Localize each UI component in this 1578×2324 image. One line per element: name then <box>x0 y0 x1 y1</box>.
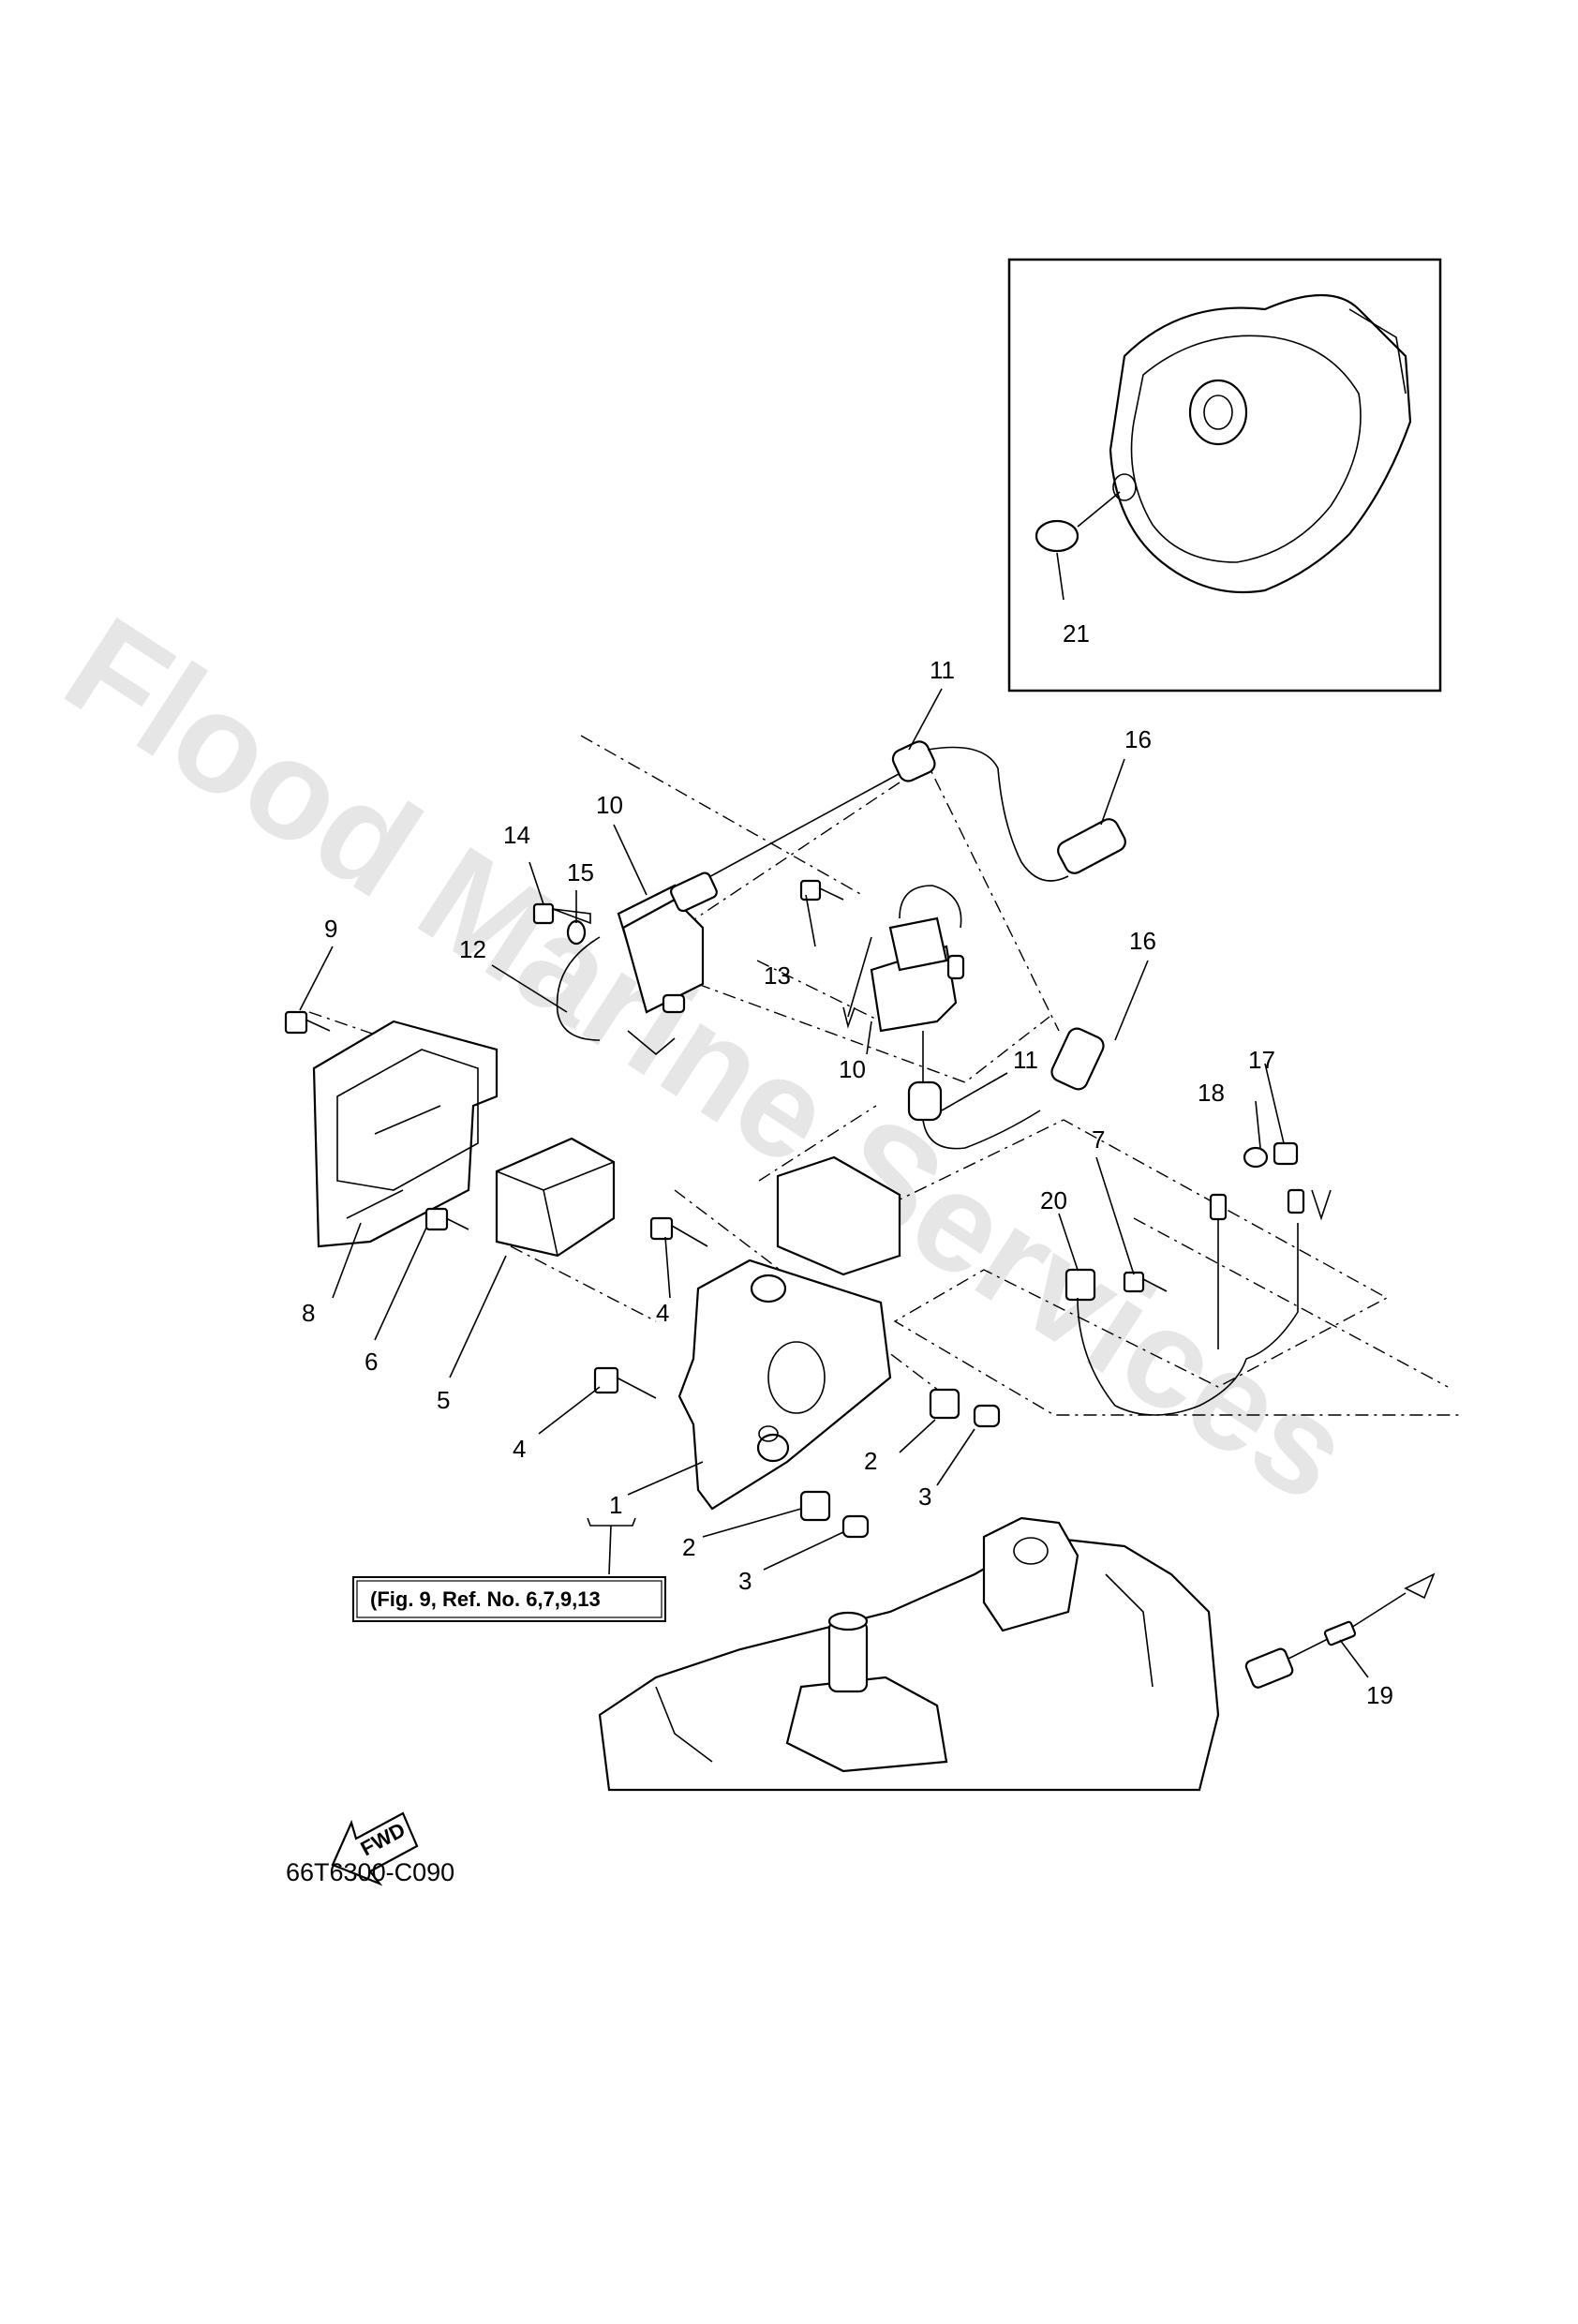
plug-cap-upper <box>692 740 1126 886</box>
callout-8: 8 <box>302 1299 315 1327</box>
callout-18: 18 <box>1198 1079 1225 1107</box>
inset-detail <box>1007 258 1442 693</box>
callout-5: 5 <box>437 1386 450 1414</box>
callout-3-left: 3 <box>738 1567 752 1595</box>
cover-8 <box>312 1020 499 1248</box>
washer-bolt-17-18 <box>1243 1141 1299 1169</box>
bushings <box>799 1388 1001 1539</box>
callout-13: 13 <box>764 961 791 990</box>
callout-16-lower: 16 <box>1129 927 1156 955</box>
ignition-coil-right <box>842 885 965 1087</box>
callout-21: 21 <box>1063 619 1090 648</box>
callout-6: 6 <box>365 1348 378 1376</box>
callout-4-upper: 4 <box>656 1299 669 1327</box>
callout-numbers: 21 11 16 10 14 15 12 9 13 10 16 11 17 18… <box>302 619 1393 1709</box>
callout-4-lower: 4 <box>513 1435 526 1463</box>
callout-15: 15 <box>567 858 594 886</box>
callout-9: 9 <box>324 915 337 943</box>
callout-3-right: 3 <box>918 1482 931 1511</box>
engine-block <box>598 1516 1220 1792</box>
reference-box: (Fig. 9, Ref. No. 6,7,9,13 <box>352 1517 666 1622</box>
bolt-4-upper <box>649 1216 708 1247</box>
callout-20: 20 <box>1040 1186 1067 1214</box>
callout-14: 14 <box>503 821 530 849</box>
reference-text: (Fig. 9, Ref. No. 6,7,9,13 <box>370 1587 601 1611</box>
callout-19: 19 <box>1366 1681 1393 1709</box>
callout-12: 12 <box>459 935 486 963</box>
bracket-1 <box>677 1155 901 1511</box>
callout-10-right: 10 <box>839 1055 866 1083</box>
ignition-coil-left <box>556 872 718 1056</box>
callout-10-left: 10 <box>596 791 623 819</box>
plug-cap-lower <box>907 1027 1105 1150</box>
callout-16-upper: 16 <box>1124 725 1152 753</box>
callout-11-lower: 11 <box>1013 1046 1038 1074</box>
leader-lines <box>299 688 1369 1678</box>
sensor-19 <box>1244 1572 1436 1689</box>
bolt-13 <box>799 879 844 901</box>
callout-1: 1 <box>609 1491 622 1519</box>
harness-20 <box>1064 1188 1332 1416</box>
module-5 <box>495 1137 616 1258</box>
callout-7: 7 <box>1092 1125 1105 1154</box>
callout-2-left: 2 <box>682 1533 695 1561</box>
callout-17: 17 <box>1248 1046 1275 1074</box>
bolt-6 <box>424 1207 469 1231</box>
diagram-code: 66T6300-C090 <box>286 1858 454 1886</box>
bolt-9 <box>284 1010 331 1035</box>
callout-2-right: 2 <box>864 1447 877 1475</box>
bolt-4-lower <box>593 1366 657 1399</box>
callout-11-upper: 11 <box>930 656 955 684</box>
